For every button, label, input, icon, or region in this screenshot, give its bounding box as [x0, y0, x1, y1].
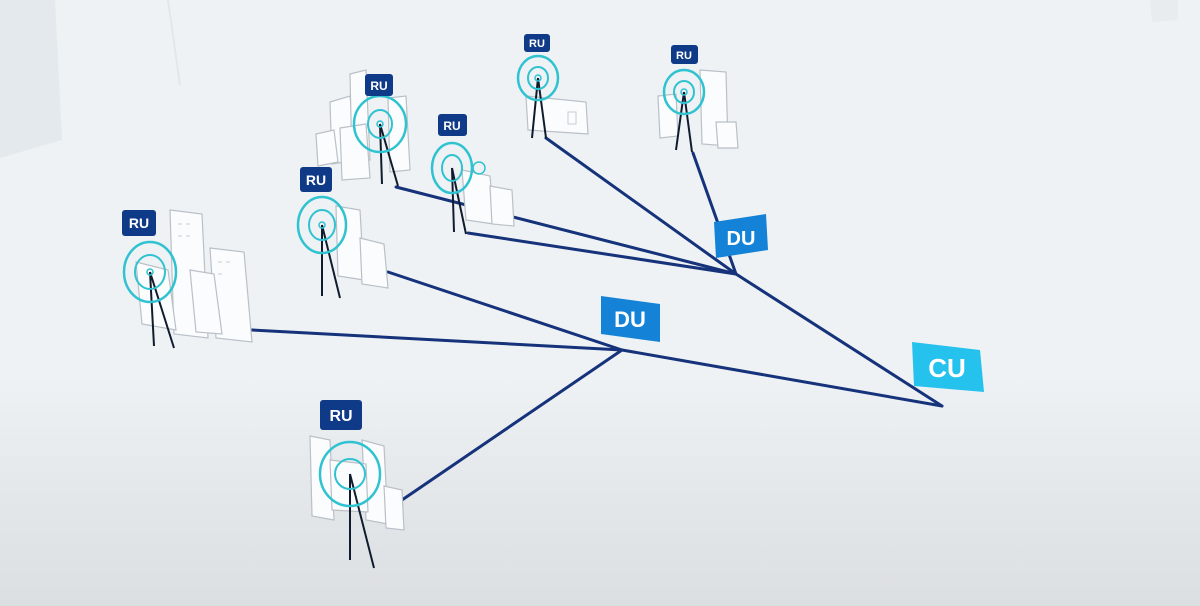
ru-site-1: [122, 209, 253, 349]
link-ru-3-du-1: [394, 185, 738, 276]
cu-badge: CU: [912, 342, 984, 392]
building-icon: [657, 69, 739, 149]
background-panels: [0, 0, 1178, 158]
building-icon: [335, 205, 389, 289]
links: [250, 136, 944, 502]
link-ru-1-du-2: [250, 328, 624, 352]
ru-site-3: [315, 69, 411, 187]
ru-badge: RU: [320, 400, 362, 430]
ru-site-4: [430, 141, 515, 235]
building-icon: [315, 69, 411, 181]
du-label: DU: [727, 228, 756, 250]
ru-label: RU: [329, 408, 352, 425]
link-ru-5-du-1: [544, 136, 738, 276]
radio-tower-icon: [516, 54, 560, 139]
ru-label: RU: [676, 50, 692, 62]
du-badge-2: DU: [601, 296, 660, 342]
ru-site-5: [516, 54, 589, 139]
ru-badge: RU: [524, 34, 550, 52]
cu-label: CU: [928, 353, 966, 383]
radio-tower-icon: [318, 440, 382, 569]
ru-site-2: [296, 195, 389, 299]
du-label: DU: [614, 307, 646, 332]
link-ru-2-du-2: [386, 270, 624, 352]
ru-badge: RU: [122, 210, 156, 236]
du-badge-1: DU: [714, 214, 768, 258]
ru-site-6: [657, 68, 739, 153]
ru-label: RU: [306, 172, 326, 188]
link-ru-7-du-2: [400, 348, 624, 502]
ru-label: RU: [443, 119, 460, 133]
building-icon: [461, 169, 515, 227]
link-ru-4-du-1: [466, 231, 738, 276]
ru-label: RU: [529, 38, 545, 50]
ru-label: RU: [370, 79, 387, 93]
radio-tower-icon: [662, 68, 706, 153]
ru-badge: RU: [671, 45, 698, 64]
radio-tower-icon: [296, 195, 348, 299]
radio-tower-icon: [122, 240, 178, 349]
building-icon: [309, 435, 405, 531]
ru-label: RU: [129, 215, 149, 231]
ru-badge: RU: [365, 74, 393, 96]
ru-badge: RU: [300, 167, 332, 192]
ru-site-7: [309, 435, 405, 569]
link-du-1-cu: [734, 272, 944, 408]
building-icon: [135, 209, 253, 343]
link-du-2-cu: [620, 348, 944, 408]
radio-tower-icon: [430, 141, 486, 235]
ru-badge: RU: [438, 114, 467, 136]
